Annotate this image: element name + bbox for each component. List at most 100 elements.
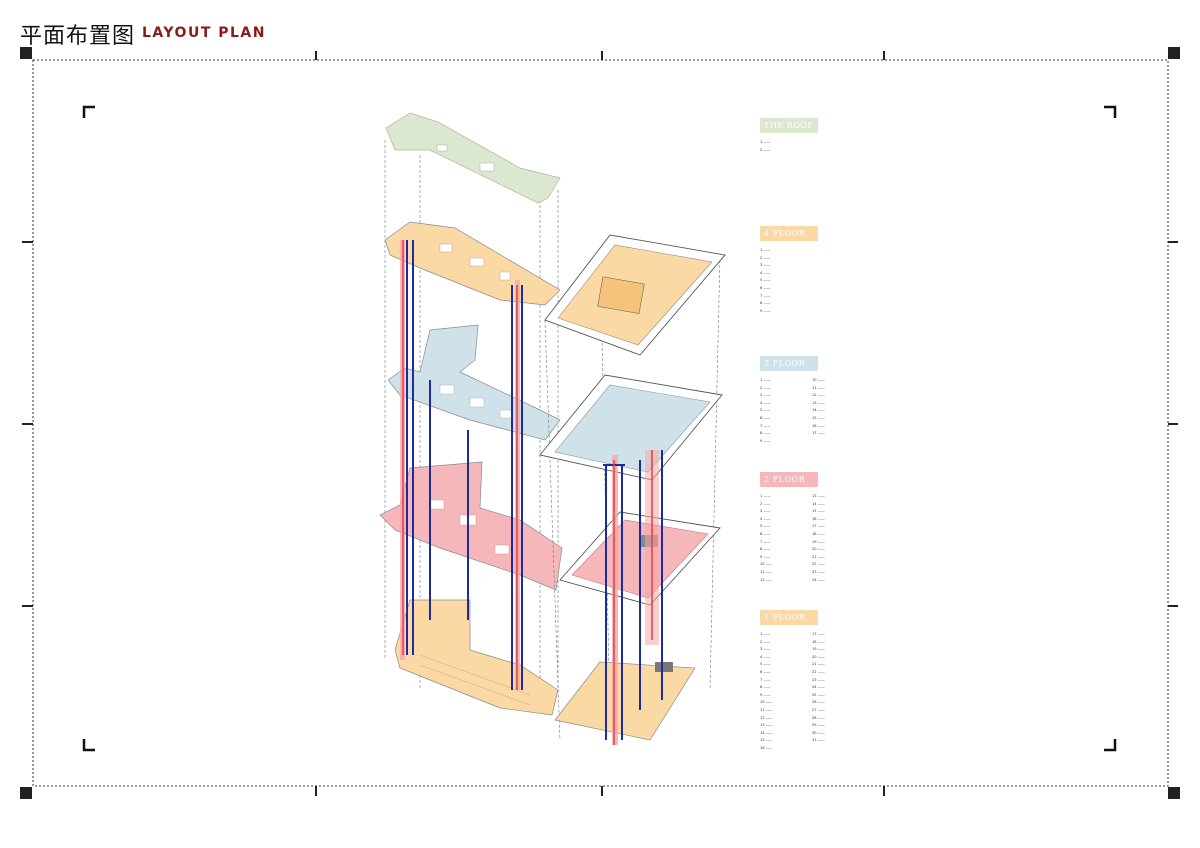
legend-item: [812, 438, 864, 446]
legend-item: 14 ——: [812, 408, 825, 413]
legend-item: 4 ——: [760, 516, 771, 521]
legend-item: 6 ——: [760, 669, 771, 674]
legend-heading: 4 FLOOR: [760, 226, 818, 241]
legend-item: 25 ——: [812, 692, 825, 697]
legend-item: 24 ——: [812, 577, 825, 582]
legend-item: 8 ——: [760, 547, 771, 552]
legend-item: 26 ——: [812, 700, 825, 705]
legend-item: 16 ——: [760, 745, 773, 750]
legend-roof: THE ROOF 1 —— 2 ——: [760, 118, 900, 154]
legend-item: 5 ——: [760, 662, 771, 667]
legend-item: 11 ——: [760, 707, 773, 712]
legend-item: 9 ——: [760, 438, 771, 443]
legend-item: 4 ——: [760, 654, 771, 659]
legend-item: 5 ——: [760, 278, 771, 283]
legend-item: 1 ——: [760, 378, 771, 382]
legend-item: 29 ——: [812, 723, 825, 728]
legend-item: 22 ——: [812, 562, 825, 567]
legend-item: 10 ——: [812, 378, 825, 382]
legend-item: 9 ——: [760, 554, 771, 559]
legend-item: 16 ——: [812, 423, 825, 428]
legend-item: 1 ——: [760, 632, 771, 636]
legend-heading: 1 FLOOR: [760, 610, 818, 625]
legend-heading: 3 FLOOR: [760, 356, 818, 371]
legend-item: 1 ——: [760, 248, 771, 252]
legend-item: 1 ——: [760, 140, 771, 144]
legend-item: 8 ——: [760, 431, 771, 436]
legend-item: 9 ——: [760, 308, 771, 313]
legend-list: 1 —— 2 ——: [760, 139, 900, 154]
page-title-cn: 平面布置图: [20, 24, 136, 49]
legend-item: 7 ——: [760, 293, 771, 298]
legend-item: 6 ——: [760, 531, 771, 536]
legend-item: 17 ——: [812, 431, 825, 436]
legend-item: 3 ——: [760, 647, 771, 652]
legend-item: 2 ——: [760, 255, 771, 260]
legend-4-floor: 4 FLOOR 1 —— 2 —— 3 —— 4 —— 5 —— 6 —— 7 …: [760, 226, 900, 315]
legend-item: 3 ——: [760, 393, 771, 398]
legend-item: 12 ——: [812, 393, 825, 398]
legend-item: 4 ——: [760, 270, 771, 275]
legend-item: 20 ——: [812, 654, 825, 659]
legend-item: 12 ——: [760, 577, 773, 582]
legend-item: 15 ——: [812, 509, 825, 514]
legend-2-floor: 2 FLOOR 1 ——13 ——2 ——14 ——3 ——15 ——4 ——1…: [760, 472, 900, 584]
legend-item: 7 ——: [760, 423, 771, 428]
legend-item: 6 ——: [760, 285, 771, 290]
legend-item: 31 ——: [812, 738, 825, 743]
legend-item: 7 ——: [760, 677, 771, 682]
legend-item: 21 ——: [812, 662, 825, 667]
legend-item: 13 ——: [812, 494, 825, 498]
legend-item: 2 ——: [760, 147, 771, 152]
legend-item: 2 ——: [760, 501, 771, 506]
legend-item: 19 ——: [812, 539, 825, 544]
legend-item: 2 ——: [760, 385, 771, 390]
page-title-en: LAYOUT PLAN: [142, 25, 266, 41]
legend-item: 17 ——: [812, 632, 825, 636]
legend-list: 1 —— 13 —— 2 —— 14 —— 3 —— 15 —— 4 —— 16 —— 5 ——…: [760, 493, 900, 584]
legend-3-floor: 3 FLOOR 1 —— 10 —— 2 —— 11 —— 3 —— 12 —— 4 —— 1…: [760, 356, 900, 445]
legend-item: 17 ——: [812, 524, 825, 529]
legend-item: 2 ——: [760, 639, 771, 644]
legend-item: 21 ——: [812, 554, 825, 559]
legend-item: 16 ——: [812, 516, 825, 521]
legend-heading: 2 FLOOR: [760, 472, 818, 487]
legend-item: 14 ——: [760, 730, 773, 735]
legend-list: 1 ——17 ——2 ——18 ——3 ——19 ——4 ——20 ——5 ——…: [760, 631, 900, 753]
legend-item: 27 ——: [812, 707, 825, 712]
legend-item: 20 ——: [812, 547, 825, 552]
legend-item: 8 ——: [760, 301, 771, 306]
legend-item: 19 ——: [812, 647, 825, 652]
legend-item: 8 ——: [760, 685, 771, 690]
legend-item: 10 ——: [760, 562, 773, 567]
legend-item: 10 ——: [760, 700, 773, 705]
legend-item: 15 ——: [812, 415, 825, 420]
legend-list: 1 ——10 ——2 ——11 ——3 ——12 ——4 ——13 ——5 ——…: [760, 377, 900, 445]
legend-item: 13 ——: [760, 723, 773, 728]
legend-item: 3 ——: [760, 263, 771, 268]
legend-item: 11 ——: [760, 569, 773, 574]
legend-item: 11 ——: [812, 385, 825, 390]
legend-item: 24 ——: [812, 685, 825, 690]
legend-item: 28 ——: [812, 715, 825, 720]
legend-heading: THE ROOF: [760, 118, 818, 133]
legend-item: 6 ——: [760, 415, 771, 420]
legend-item: 23 ——: [812, 677, 825, 682]
legend-item: 5 ——: [760, 524, 771, 529]
legend-item: 30 ——: [812, 730, 825, 735]
legend-item: 12 ——: [760, 715, 773, 720]
legend-item: 22 ——: [812, 669, 825, 674]
legend-item: 23 ——: [812, 569, 825, 574]
legend-item: 5 ——: [760, 408, 771, 413]
legend-item: 9 ——: [760, 692, 771, 697]
legend-item: 14 ——: [812, 501, 825, 506]
legend-item: 3 ——: [760, 509, 771, 514]
legend-list: 1 —— 2 —— 3 —— 4 —— 5 —— 6 —— 7 —— 8 —— …: [760, 247, 900, 315]
legend-item: 1 ——: [760, 494, 771, 498]
legend-item: 18 ——: [812, 531, 825, 536]
legend-item: 4 ——: [760, 400, 771, 405]
legend-item: 7 ——: [760, 539, 771, 544]
legend-1-floor: 1 FLOOR 1 ——17 ——2 ——18 ——3 ——19 ——4 ——2…: [760, 610, 900, 753]
legend-item: [812, 745, 864, 753]
